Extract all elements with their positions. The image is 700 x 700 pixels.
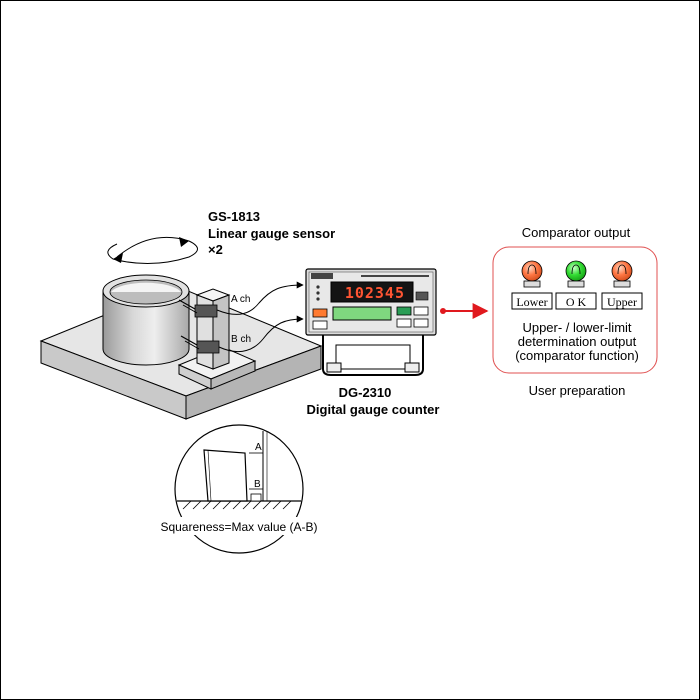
comparator-title: Comparator output bbox=[522, 225, 631, 240]
counter-button bbox=[413, 318, 429, 328]
counter-left-button bbox=[312, 320, 328, 330]
lamp-upper: Upper bbox=[601, 260, 643, 310]
caption-bg bbox=[142, 517, 336, 535]
counter-device: 102345 bbox=[305, 268, 437, 376]
output-arrow bbox=[440, 303, 489, 319]
inset-marker-b: B bbox=[254, 479, 261, 490]
comparator-desc-1: Upper- / lower-limit bbox=[522, 320, 631, 335]
comparator-desc-2: determination output bbox=[518, 334, 637, 349]
sensor-cables bbox=[216, 281, 304, 352]
channel-b-label: B ch bbox=[231, 334, 251, 345]
sensor-a bbox=[178, 299, 218, 318]
lamp-upper-bulb bbox=[611, 260, 633, 282]
comparator-desc-3: (comparator function) bbox=[515, 348, 639, 363]
squareness-caption: Squareness=Max value (A-B) bbox=[160, 520, 317, 534]
counter-button bbox=[413, 306, 429, 316]
lamp-lower-label: Lower bbox=[516, 295, 547, 309]
lamp-lower: Lower bbox=[511, 260, 553, 310]
rotation-arrow bbox=[107, 236, 198, 265]
counter-button bbox=[396, 318, 412, 328]
lamp-ok-label: O K bbox=[566, 295, 587, 309]
counter-green-button bbox=[396, 306, 412, 316]
sensor-name: Linear gauge sensor bbox=[208, 226, 335, 241]
inset-marker-a: A bbox=[255, 442, 262, 453]
sensor-quantity: ×2 bbox=[208, 242, 223, 257]
lamp-upper-label: Upper bbox=[607, 295, 637, 309]
counter-name: Digital gauge counter bbox=[307, 402, 440, 417]
counter-display: 102345 bbox=[345, 284, 405, 302]
lamp-ok: O K bbox=[555, 260, 597, 310]
sensor-model: GS-1813 bbox=[208, 209, 260, 224]
lamp-lower-bulb bbox=[521, 260, 543, 282]
cylinder-workpiece bbox=[102, 274, 190, 366]
user-preparation-label: User preparation bbox=[529, 383, 626, 398]
channel-a-label: A ch bbox=[231, 294, 250, 305]
counter-orange-button bbox=[312, 308, 328, 318]
lamp-ok-bulb bbox=[565, 260, 587, 282]
counter-model: DG-2310 bbox=[339, 385, 392, 400]
